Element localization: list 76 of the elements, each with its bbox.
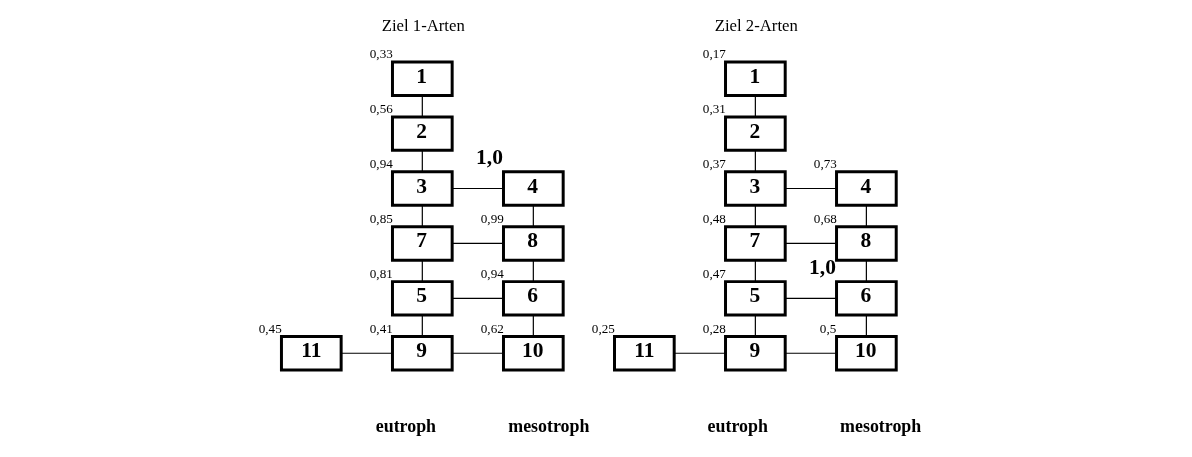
label: eutroph	[375, 416, 437, 437]
node-label: 0,41	[369, 320, 393, 336]
node-label: 0,47	[702, 265, 726, 281]
node-label: 0,85	[369, 210, 393, 226]
node-label: 0,28	[702, 320, 726, 336]
node-label: 0,31	[702, 101, 726, 117]
node-box: 1	[724, 60, 787, 97]
connector	[421, 260, 423, 283]
connector	[784, 242, 837, 244]
connector	[754, 95, 756, 118]
connector	[421, 95, 423, 118]
node-box: 10	[835, 335, 898, 372]
connector	[532, 260, 534, 283]
node-label: 0,73	[813, 155, 837, 171]
node-box: 4	[835, 170, 898, 207]
node-box: 8	[502, 225, 565, 262]
node-box: 7	[724, 225, 787, 262]
connector	[451, 187, 504, 190]
node-box: 10	[502, 335, 565, 372]
connector	[532, 314, 534, 338]
node-label: 0,68	[813, 210, 837, 226]
node-label: 0,99	[480, 210, 504, 226]
connector	[673, 352, 726, 354]
node-box: 5	[724, 280, 787, 317]
node-label: 0,81	[369, 265, 393, 281]
connector	[754, 314, 756, 338]
node-label: 0,45	[258, 320, 282, 336]
node-label: 1,0	[476, 144, 503, 169]
node-label: 0,5	[819, 320, 837, 336]
node-box: 3	[724, 170, 787, 207]
node-box: 1	[391, 60, 454, 97]
label: Ziel 1-Arten	[381, 16, 465, 36]
connector	[865, 205, 867, 228]
node-box: 9	[724, 335, 787, 372]
connector	[421, 150, 423, 173]
node-label: 0,17	[702, 46, 726, 62]
node-box: 3	[391, 170, 454, 207]
label: mesotroph	[508, 416, 590, 437]
node-box: 8	[835, 225, 898, 262]
node-box: 6	[835, 280, 898, 317]
node-box: 7	[391, 225, 454, 262]
node-label: 0,37	[702, 155, 726, 171]
node-box: 11	[613, 335, 676, 372]
label: mesotroph	[840, 416, 922, 437]
node-label: 0,56	[369, 101, 393, 117]
label: eutroph	[707, 416, 768, 437]
connector	[754, 205, 756, 228]
node-label: 0,48	[702, 210, 726, 226]
label: Ziel 2-Arten	[714, 16, 798, 36]
node-label: 1,0	[809, 254, 836, 279]
node-label: 0,33	[369, 46, 393, 62]
connector	[451, 242, 504, 244]
connector	[865, 314, 867, 338]
node-box: 2	[391, 115, 454, 152]
connector	[340, 352, 393, 354]
node-label: 0,94	[369, 155, 393, 171]
connector	[421, 314, 423, 338]
connector	[784, 352, 837, 354]
connector	[784, 297, 837, 299]
node-box: 9	[391, 335, 454, 372]
node-box: 2	[724, 115, 787, 152]
node-label: 0,25	[591, 320, 615, 336]
connector	[451, 352, 504, 354]
node-label: 0,62	[480, 320, 504, 336]
connector	[865, 260, 867, 283]
connector	[532, 205, 534, 228]
node-box: 4	[502, 170, 565, 207]
node-box: 11	[279, 335, 343, 372]
connector	[784, 187, 837, 190]
node-label: 0,94	[480, 265, 504, 281]
node-box: 6	[502, 280, 565, 317]
node-box: 5	[391, 280, 454, 317]
connector	[421, 205, 423, 228]
connector	[754, 260, 756, 283]
connector	[451, 297, 504, 299]
connector	[754, 150, 756, 173]
